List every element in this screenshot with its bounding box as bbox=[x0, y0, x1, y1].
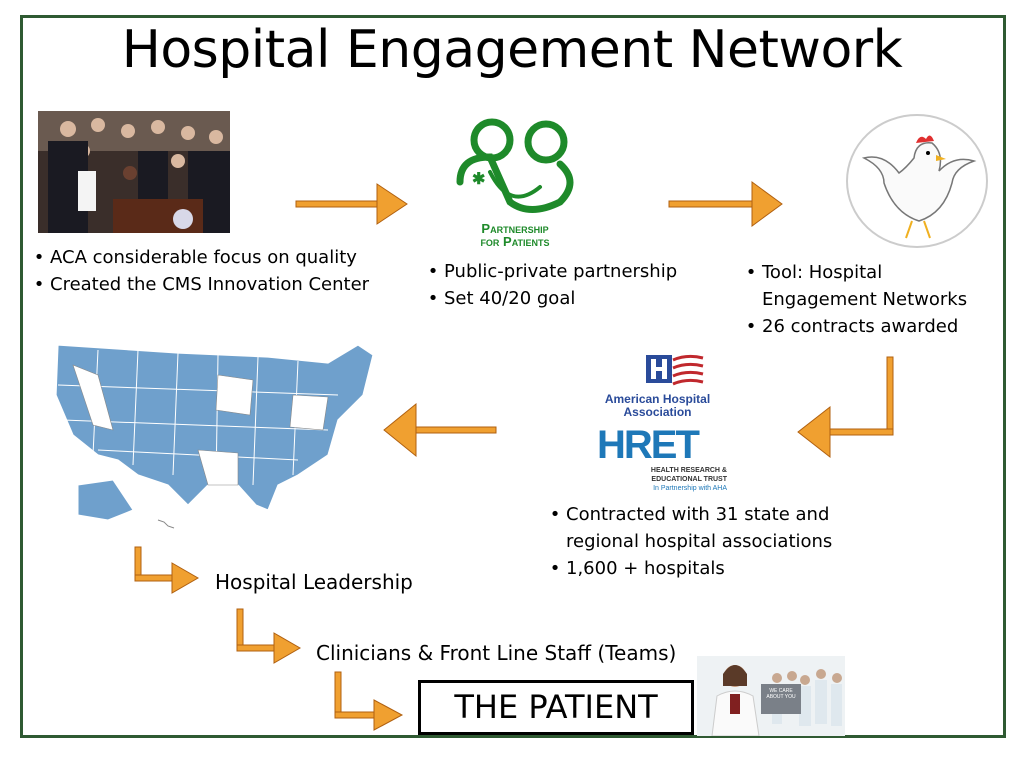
bullet: ACA considerable focus on quality bbox=[28, 244, 369, 271]
hospital-leadership-label: Hospital Leadership bbox=[215, 570, 413, 594]
bullet: Public-private partnership bbox=[422, 258, 677, 285]
partnership-for-patients-logo: ✱ bbox=[456, 118, 574, 213]
arrow-right-icon bbox=[668, 181, 783, 227]
us-map bbox=[55, 344, 374, 529]
doctors-illustration bbox=[711, 665, 842, 736]
arrow-down-right-icon bbox=[334, 671, 404, 731]
we-care-photo: WE CARE ABOUT YOU bbox=[697, 656, 845, 736]
logo-line: Association bbox=[623, 405, 692, 419]
aca-signing-photo bbox=[38, 111, 230, 233]
arrow-left-icon bbox=[383, 402, 497, 458]
bullet: 26 contracts awarded bbox=[740, 313, 990, 340]
tool-bullets: Tool: Hospital Engagement Networks 26 co… bbox=[740, 259, 990, 340]
svg-text:✱: ✱ bbox=[472, 171, 485, 188]
logo-line: American Hospital bbox=[604, 392, 711, 406]
aha-bullets: Contracted with 31 state and regional ho… bbox=[544, 501, 844, 582]
bullet: Set 40/20 goal bbox=[422, 285, 677, 312]
bullet: Created the CMS Innovation Center bbox=[28, 271, 369, 298]
aha-logo-text: American Hospital Association bbox=[590, 393, 725, 419]
aha-h-flag-icon bbox=[646, 354, 704, 386]
hret-subtitle: HEALTH RESEARCH & EDUCATIONAL TRUST In P… bbox=[600, 466, 727, 493]
hret-logo: HRET bbox=[597, 423, 700, 467]
aca-bullets: ACA considerable focus on quality Create… bbox=[28, 244, 369, 298]
the-patient-box: THE PATIENT bbox=[418, 680, 694, 735]
bullet: Contracted with 31 state and regional ho… bbox=[544, 501, 844, 555]
arrow-down-left-icon bbox=[797, 356, 894, 459]
bullet: Tool: Hospital Engagement Networks bbox=[740, 259, 990, 313]
arrow-down-right-icon bbox=[134, 546, 200, 594]
sign-text: WE CARE ABOUT YOU bbox=[766, 688, 796, 700]
slide-title: Hospital Engagement Network bbox=[121, 20, 903, 80]
partnership-logo-text: Partnership for Patients bbox=[440, 222, 590, 248]
arrow-right-icon bbox=[295, 183, 408, 225]
arrow-down-right-icon bbox=[236, 608, 302, 664]
partnership-bullets: Public-private partnership Set 40/20 goa… bbox=[422, 258, 677, 312]
logo-line: Partnership bbox=[481, 221, 549, 236]
clinicians-label: Clinicians & Front Line Staff (Teams) bbox=[316, 641, 677, 665]
slide-frame bbox=[20, 15, 1006, 738]
logo-line: for Patients bbox=[480, 234, 550, 249]
logo-line: HEALTH RESEARCH & bbox=[650, 467, 727, 474]
logo-line: EDUCATIONAL TRUST bbox=[651, 476, 727, 483]
chicken-illustration bbox=[846, 114, 988, 248]
bullet: 1,600 + hospitals bbox=[544, 555, 844, 582]
logo-line: In Partnership with AHA bbox=[653, 485, 727, 492]
